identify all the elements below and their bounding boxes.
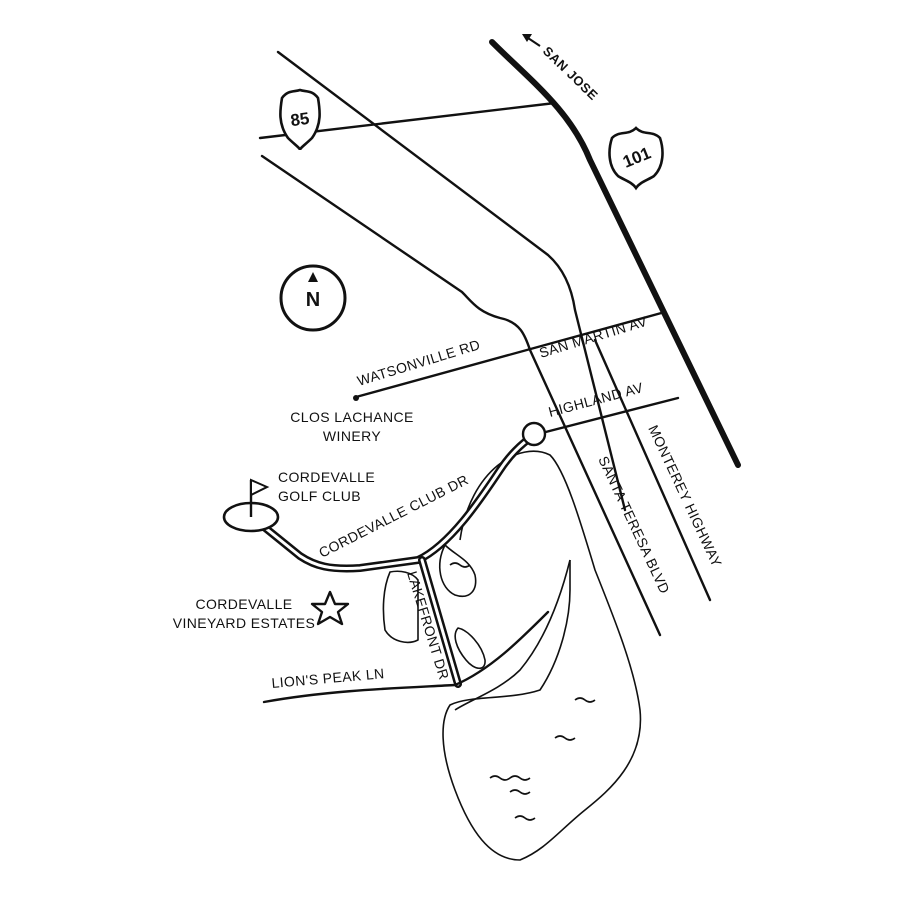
label-santa-teresa-blvd: SANTA TERESA BLVD: [595, 454, 673, 597]
lake-inner-arm: [454, 559, 571, 711]
water-icon: [449, 562, 596, 821]
lake-outline: [442, 450, 642, 861]
label-clos-lachance-2: WINERY: [323, 428, 381, 444]
label-golf-club-1: CORDEVALLE: [278, 469, 375, 485]
highway-101: [489, 39, 741, 468]
roundabout: [521, 421, 547, 447]
compass-icon: N: [279, 264, 347, 332]
road-upper-diagonal: [276, 50, 627, 512]
pond-small: [454, 627, 486, 670]
clos-lachance-marker: [353, 395, 359, 401]
label-estates-1: CORDEVALLE: [195, 596, 292, 612]
shield-85-number: 85: [289, 109, 310, 130]
road-santa-teresa-blvd: [260, 154, 662, 637]
road-watsonville-rd: [354, 310, 667, 399]
pond-left: [439, 544, 477, 597]
interstate-shield-icon: 85: [279, 88, 321, 151]
label-san-martin-av: SAN MARTIN AV: [537, 313, 649, 361]
us-route-shield-icon: 101: [608, 126, 664, 191]
label-golf-club-2: GOLF CLUB: [278, 488, 361, 504]
label-lions-peak-ln: LION'S PEAK LN: [271, 665, 385, 691]
label-estates-2: VINEYARD ESTATES: [173, 615, 316, 631]
road-lions-peak-ln: [262, 610, 550, 704]
golf-flag-icon: [222, 478, 280, 533]
label-monterey-highway: MONTEREY HIGHWAY: [645, 423, 725, 570]
lot-left: [382, 570, 419, 644]
arrow-left-icon: [522, 34, 541, 47]
road-highland-av: [532, 396, 680, 437]
road-monterey-highway: [593, 338, 712, 602]
label-clos-lachance-1: CLOS LACHANCE: [290, 409, 413, 425]
compass-label: N: [306, 289, 320, 311]
label-highland-av: HIGHLAND AV: [547, 379, 646, 420]
star-icon: [310, 590, 350, 626]
